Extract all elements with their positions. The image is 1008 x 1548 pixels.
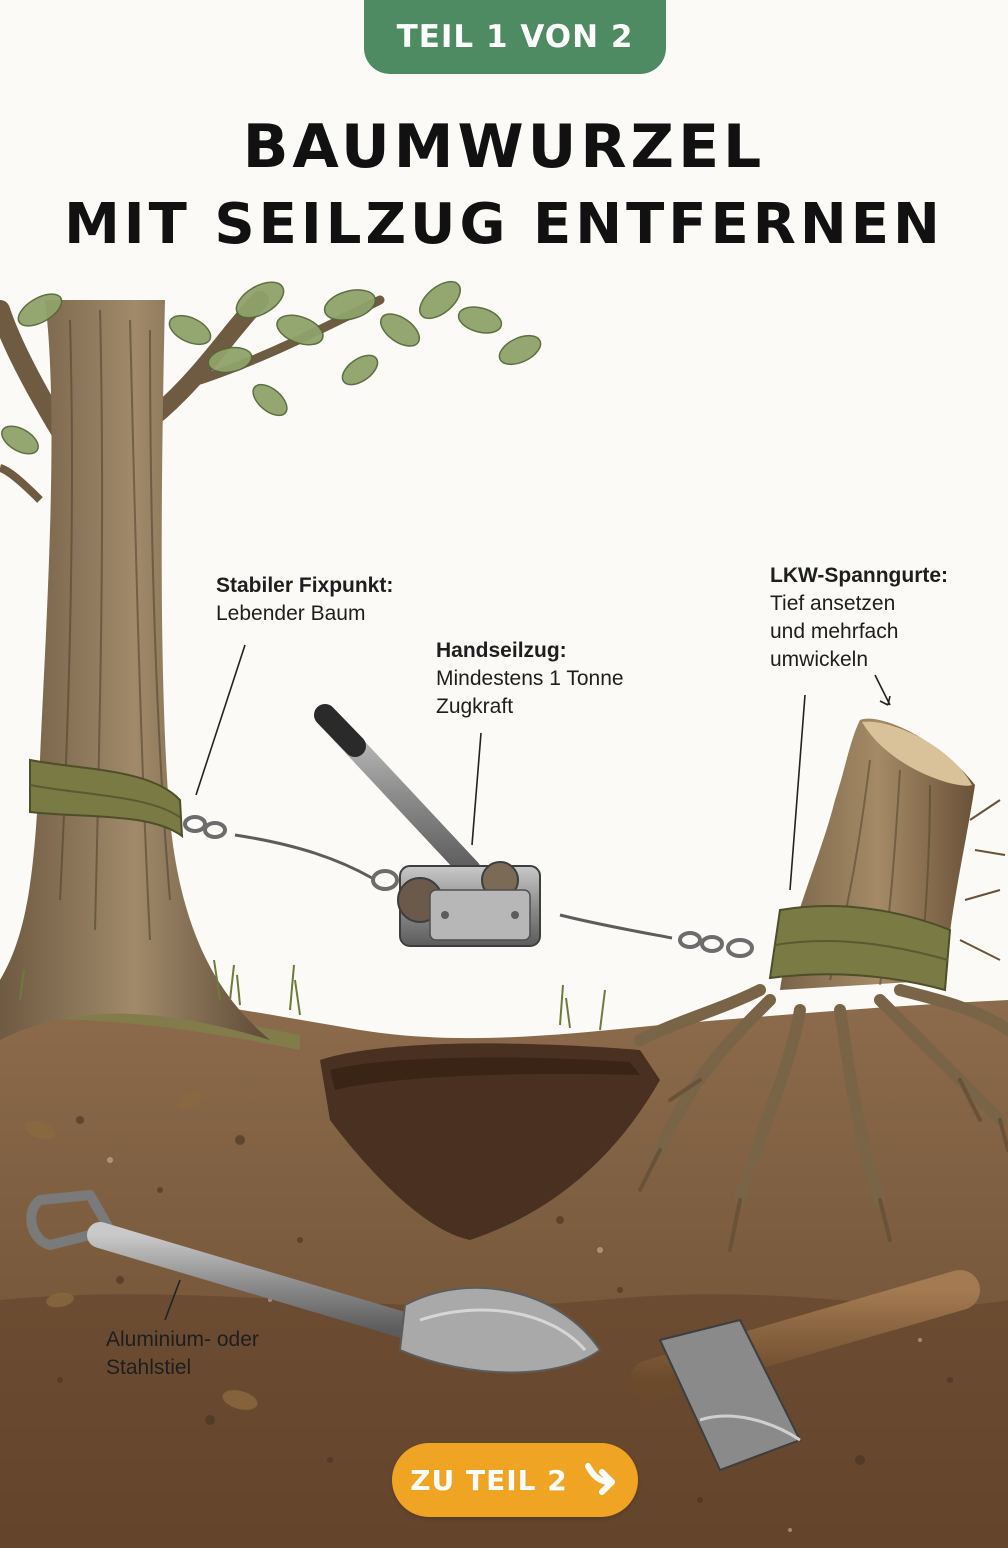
label-gurte-head: LKW-Spanngurte: [770,564,949,587]
label-fixpunkt-body: Lebender Baum [216,602,366,625]
living-tree [0,280,606,1040]
axe [630,1270,980,1472]
title-line-1: BAUMWURZEL [242,112,766,182]
arrow-down-right-icon [584,1463,615,1495]
title-line-2: MIT SEILZUG ENTFERNEN [64,192,944,257]
label-gurte-body-1: Tief ansetzen [770,592,896,615]
callout-lines [164,644,891,1321]
spade [26,1190,602,1374]
label-fixpunkt: Stabiler Fixpunkt: Lebender Baum [216,572,393,628]
label-stiel-body-2: Stahlstiel [106,1356,192,1379]
dug-pit [320,1043,660,1240]
part-badge: TEIL 1 VON 2 [364,0,666,74]
label-seilzug-head: Handseilzug: [436,639,567,662]
next-part-button[interactable]: ZU TEIL 2 [392,1443,638,1517]
label-fixpunkt-head: Stabiler Fixpunkt: [216,574,394,597]
label-stiel: Aluminium- oder Stahlstiel [106,1326,259,1382]
strap-stump [768,905,952,992]
cable [183,815,754,958]
strap-tree [29,758,184,839]
label-gurte-body-3: umwickeln [770,648,869,671]
label-seilzug: Handseilzug: Mindestens 1 Tonne Zugkraft [436,637,624,721]
label-gurte: LKW-Spanngurte: Tief ansetzen und mehrfa… [770,562,948,674]
next-part-label: ZU TEIL 2 [410,1463,568,1497]
label-seilzug-body-1: Mindestens 1 Tonne [436,667,624,690]
label-stiel-body-1: Aluminium- oder [106,1328,259,1351]
label-gurte-body-2: und mehrfach [770,620,899,643]
hand-winch [314,704,541,947]
label-seilzug-body-2: Zugkraft [436,695,514,718]
